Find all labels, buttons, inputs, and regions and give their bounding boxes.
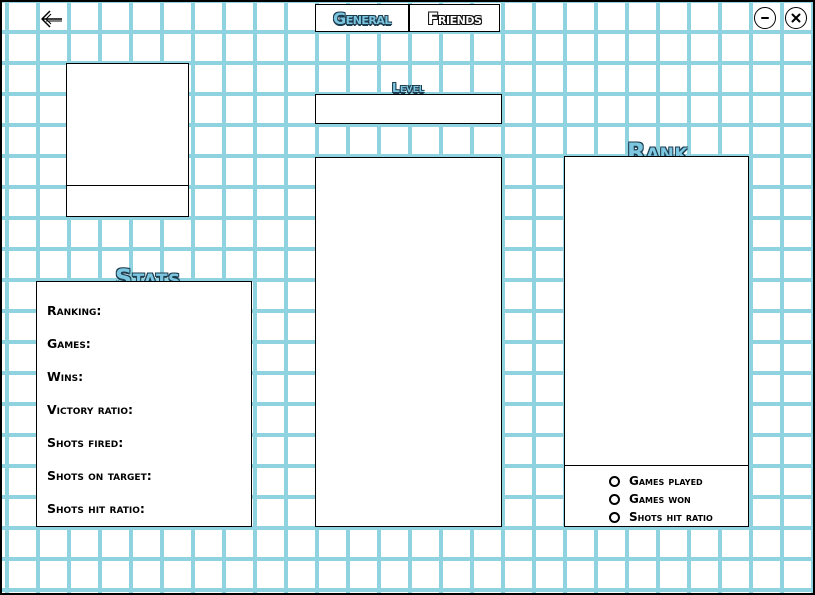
tab-friends[interactable]: Friends [409, 4, 500, 32]
rank-panel: Games played Games won Shots hit ratio [564, 156, 749, 527]
rank-option-label: Games played [629, 474, 703, 488]
close-icon [791, 13, 801, 23]
rank-option-games-played[interactable]: Games played [609, 474, 703, 488]
stat-shots-hit-ratio-label: Shots hit ratio: [47, 501, 145, 516]
tab-general[interactable]: General [315, 4, 409, 32]
level-title: Level [392, 81, 425, 95]
minus-icon [761, 17, 769, 19]
center-panel [315, 157, 502, 527]
tab-friends-label: Friends [427, 8, 482, 28]
close-button[interactable] [785, 7, 807, 29]
arrow-left-icon [41, 10, 62, 28]
stats-panel: Ranking: Games: Wins: Victory ratio: Sho… [36, 281, 252, 527]
avatar-panel [66, 63, 189, 217]
rank-list [565, 157, 748, 465]
minimize-button[interactable] [754, 7, 776, 29]
tab-general-label: General [333, 8, 391, 28]
rank-option-shots-hit-ratio[interactable]: Shots hit ratio [609, 510, 713, 524]
stat-games-label: Games: [47, 336, 91, 351]
level-bar [315, 94, 502, 124]
stat-wins-label: Wins: [47, 369, 84, 384]
stat-shots-on-target-label: Shots on target: [47, 468, 152, 483]
radio-icon[interactable] [609, 493, 620, 505]
radio-icon[interactable] [609, 511, 620, 523]
rank-option-label: Shots hit ratio [629, 510, 713, 524]
stat-ranking-label: Ranking: [47, 303, 102, 318]
stat-victory-ratio-label: Victory ratio: [47, 402, 134, 417]
rank-options: Games played Games won Shots hit ratio [565, 465, 748, 527]
rank-option-label: Games won [629, 492, 691, 506]
radio-icon[interactable] [609, 475, 620, 487]
back-button[interactable] [38, 8, 66, 30]
avatar-name-field [67, 185, 188, 217]
rank-option-games-won[interactable]: Games won [609, 492, 691, 506]
stat-shots-fired-label: Shots fired: [47, 435, 124, 450]
avatar [67, 64, 188, 185]
